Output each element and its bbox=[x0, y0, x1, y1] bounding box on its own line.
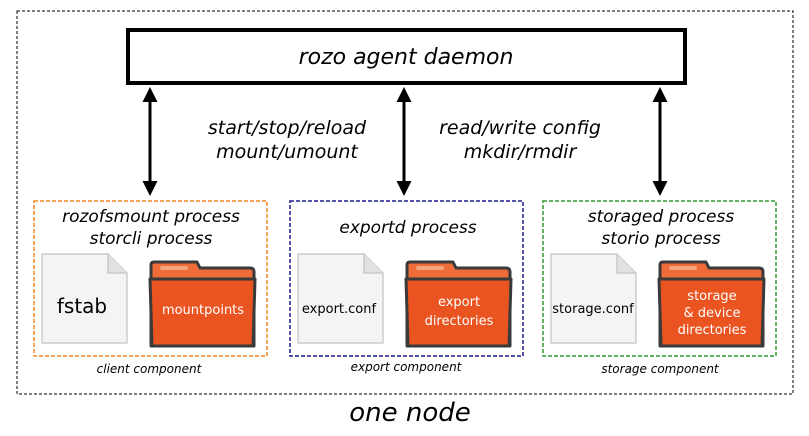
file-icon bbox=[550, 253, 637, 344]
export-title: exportd process bbox=[339, 218, 476, 238]
storage-folder-line-3: directories bbox=[678, 323, 747, 338]
node-boundary bbox=[16, 10, 794, 395]
file-icon bbox=[297, 253, 384, 344]
export-component-border bbox=[289, 200, 524, 357]
client-component: rozofsmount process storcli process fsta… bbox=[33, 200, 268, 376]
node-label: one node bbox=[349, 398, 471, 428]
storage-conf-label: storage.conf bbox=[552, 302, 634, 317]
folder-icon bbox=[657, 260, 766, 348]
export-component: exportd process export.conf export direc… bbox=[289, 200, 524, 374]
storage-title-1: storaged process bbox=[588, 207, 735, 227]
fstab-label: fstab bbox=[57, 294, 107, 318]
storage-component: storaged process storio process storage.… bbox=[542, 200, 777, 376]
action-label-right-2: mkdir/rmdir bbox=[464, 141, 578, 163]
storage-component-border bbox=[542, 200, 777, 357]
mountpoints-label: mountpoints bbox=[162, 303, 244, 318]
client-component-border bbox=[33, 200, 268, 357]
daemon-label: rozo agent daemon bbox=[299, 45, 514, 70]
export-caption: export component bbox=[351, 360, 463, 374]
file-icon bbox=[41, 253, 128, 344]
client-title-1: rozofsmount process bbox=[62, 207, 240, 227]
storage-folder-line-2: & device bbox=[684, 306, 741, 321]
export-conf-label: export.conf bbox=[302, 302, 377, 317]
client-title-2: storcli process bbox=[90, 229, 213, 249]
storage-caption: storage component bbox=[601, 362, 720, 376]
action-label-left-2: mount/umount bbox=[216, 141, 359, 163]
daemon-box: rozo agent daemon bbox=[126, 28, 687, 85]
folder-icon bbox=[148, 260, 257, 348]
client-caption: client component bbox=[97, 362, 203, 376]
storage-title-2: storio process bbox=[601, 229, 720, 249]
export-folder-line-1: export bbox=[438, 295, 480, 310]
storage-folder-line-1: storage bbox=[687, 289, 736, 304]
folder-icon bbox=[404, 260, 513, 348]
export-folder-line-2: directories bbox=[425, 314, 494, 329]
action-label-right-1: read/write config bbox=[439, 117, 601, 139]
action-label-left-1: start/stop/reload bbox=[208, 117, 367, 139]
